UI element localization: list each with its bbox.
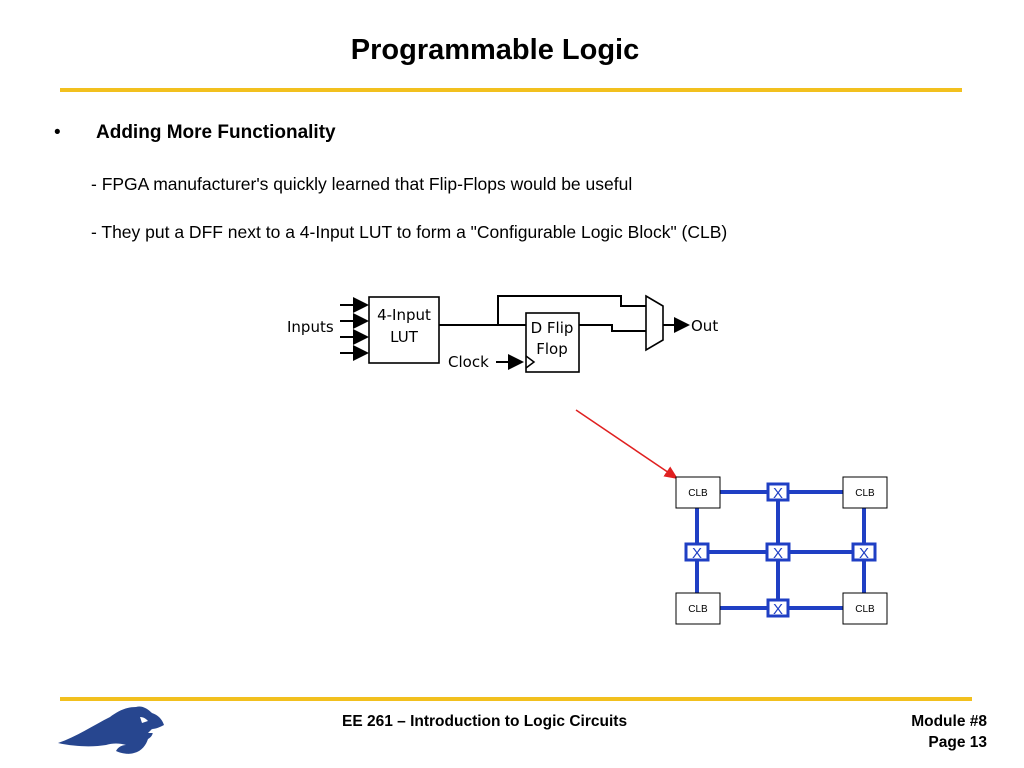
lut-output-wires bbox=[439, 295, 646, 332]
wildcat-logo-icon bbox=[58, 706, 164, 754]
footer-course-title: EE 261 – Introduction to Logic Circuits bbox=[342, 713, 628, 730]
body-line-1: - FPGA manufacturer's quickly learned th… bbox=[91, 174, 633, 194]
switch-box-top: X bbox=[766, 482, 790, 502]
clb-cell-top-left: CLB bbox=[675, 476, 721, 509]
clb-cell-bottom-right: CLB bbox=[842, 592, 888, 625]
bullet-heading: Adding More Functionality bbox=[96, 122, 336, 143]
svg-text:CLB: CLB bbox=[855, 604, 875, 615]
lut-label-1: 4-Input bbox=[377, 306, 431, 324]
top-rule bbox=[60, 88, 962, 92]
switch-box-mid-right: X bbox=[851, 542, 877, 562]
lut-label-2: LUT bbox=[390, 328, 419, 346]
svg-text:X: X bbox=[692, 545, 702, 562]
bottom-rule bbox=[60, 697, 972, 701]
lut-box bbox=[368, 296, 440, 364]
fpga-fabric-grid: CLB CLB CLB CLB X X X X bbox=[675, 476, 888, 625]
inputs-label: Inputs bbox=[287, 318, 334, 336]
footer-module-page: Module #8 Page 13 bbox=[911, 711, 987, 753]
slide-title: Programmable Logic bbox=[350, 34, 640, 66]
switch-box-mid-left: X bbox=[684, 542, 710, 562]
svg-text:CLB: CLB bbox=[855, 488, 875, 499]
svg-text:X: X bbox=[773, 545, 783, 562]
dff-label-1: D Flip bbox=[531, 319, 574, 337]
svg-text:X: X bbox=[773, 601, 783, 618]
svg-text:X: X bbox=[859, 545, 869, 562]
svg-text:CLB: CLB bbox=[688, 604, 708, 615]
clb-block-diagram: Inputs 4-Input LUT D Flip Flop Clock Out bbox=[287, 294, 718, 373]
output-mux bbox=[645, 294, 664, 352]
bullet-marker: • bbox=[54, 122, 61, 143]
clock-label: Clock bbox=[448, 353, 489, 371]
out-label: Out bbox=[691, 317, 718, 335]
clock-triangle bbox=[525, 355, 536, 369]
footer-page: Page 13 bbox=[928, 734, 987, 751]
clb-cell-bottom-left: CLB bbox=[675, 592, 721, 625]
input-arrows bbox=[340, 297, 369, 361]
svg-text:CLB: CLB bbox=[688, 488, 708, 499]
switch-box-bottom: X bbox=[766, 598, 790, 618]
svg-text:X: X bbox=[773, 485, 783, 502]
switch-box-mid-center: X bbox=[765, 542, 791, 562]
body-line-2: - They put a DFF next to a 4-Input LUT t… bbox=[91, 222, 728, 242]
dff-label-2: Flop bbox=[536, 340, 568, 358]
pointer-arrow bbox=[575, 409, 679, 480]
footer-module: Module #8 bbox=[911, 713, 987, 730]
clb-cell-top-right: CLB bbox=[842, 476, 888, 509]
